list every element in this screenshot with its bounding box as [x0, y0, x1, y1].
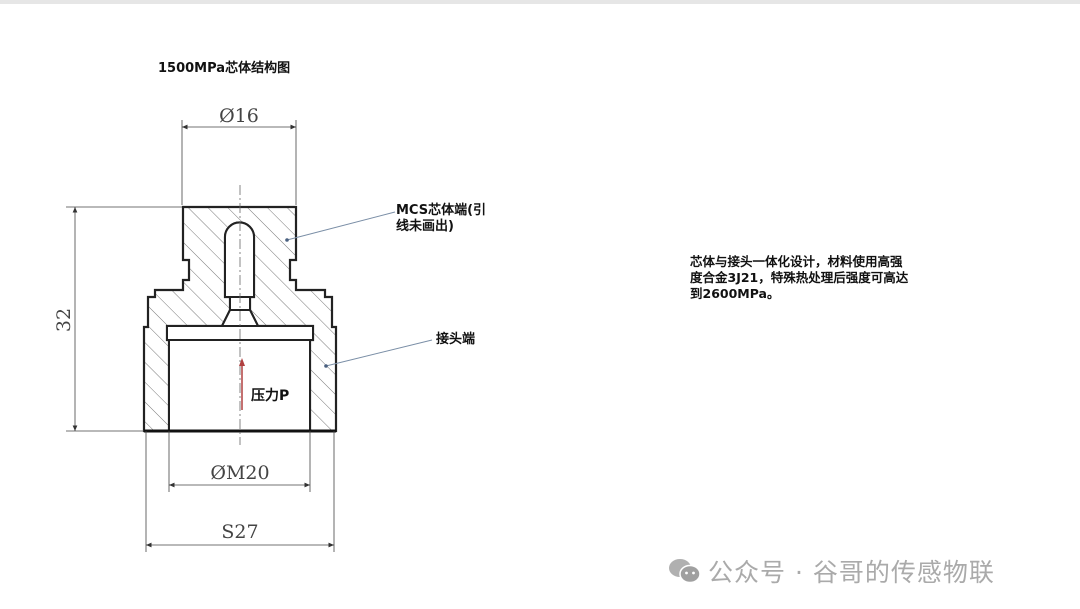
watermark-text: 公众号 · 谷哥的传感物联 — [708, 558, 995, 587]
dim-height: 32 — [53, 308, 75, 332]
description-line3: 到2600MPa。 — [690, 286, 780, 301]
dim-hex: S27 — [221, 521, 258, 543]
mcs-label-line2: 线未画出) — [396, 219, 454, 234]
mcs-label-line1: MCS芯体端(引 — [396, 203, 487, 218]
pressure-label: 压力P — [251, 388, 290, 404]
description: 芯体与接头一体化设计，材料使用高强 度合金3J21，特殊热处理后强度可高达 到2… — [690, 254, 908, 302]
connector-label: 接头端 — [436, 332, 476, 347]
mcs-label: MCS芯体端(引 线未画出) — [396, 203, 486, 235]
watermark: 公众号 · 谷哥的传感物联 — [668, 553, 995, 589]
top-bar — [0, 0, 1080, 4]
wechat-icon — [669, 559, 701, 584]
mcs-leader — [286, 211, 396, 241]
dim-top-diameter: Ø16 — [219, 105, 259, 127]
drawing-title: 1500MPa芯体结构图 — [158, 61, 291, 76]
sensing-stem — [220, 221, 260, 327]
description-line1: 芯体与接头一体化设计，材料使用高强 — [690, 254, 903, 269]
description-line2: 度合金3J21，特殊热处理后强度可高达 — [690, 270, 909, 285]
connector-leader — [325, 339, 433, 367]
dim-thread: ØM20 — [210, 462, 269, 484]
